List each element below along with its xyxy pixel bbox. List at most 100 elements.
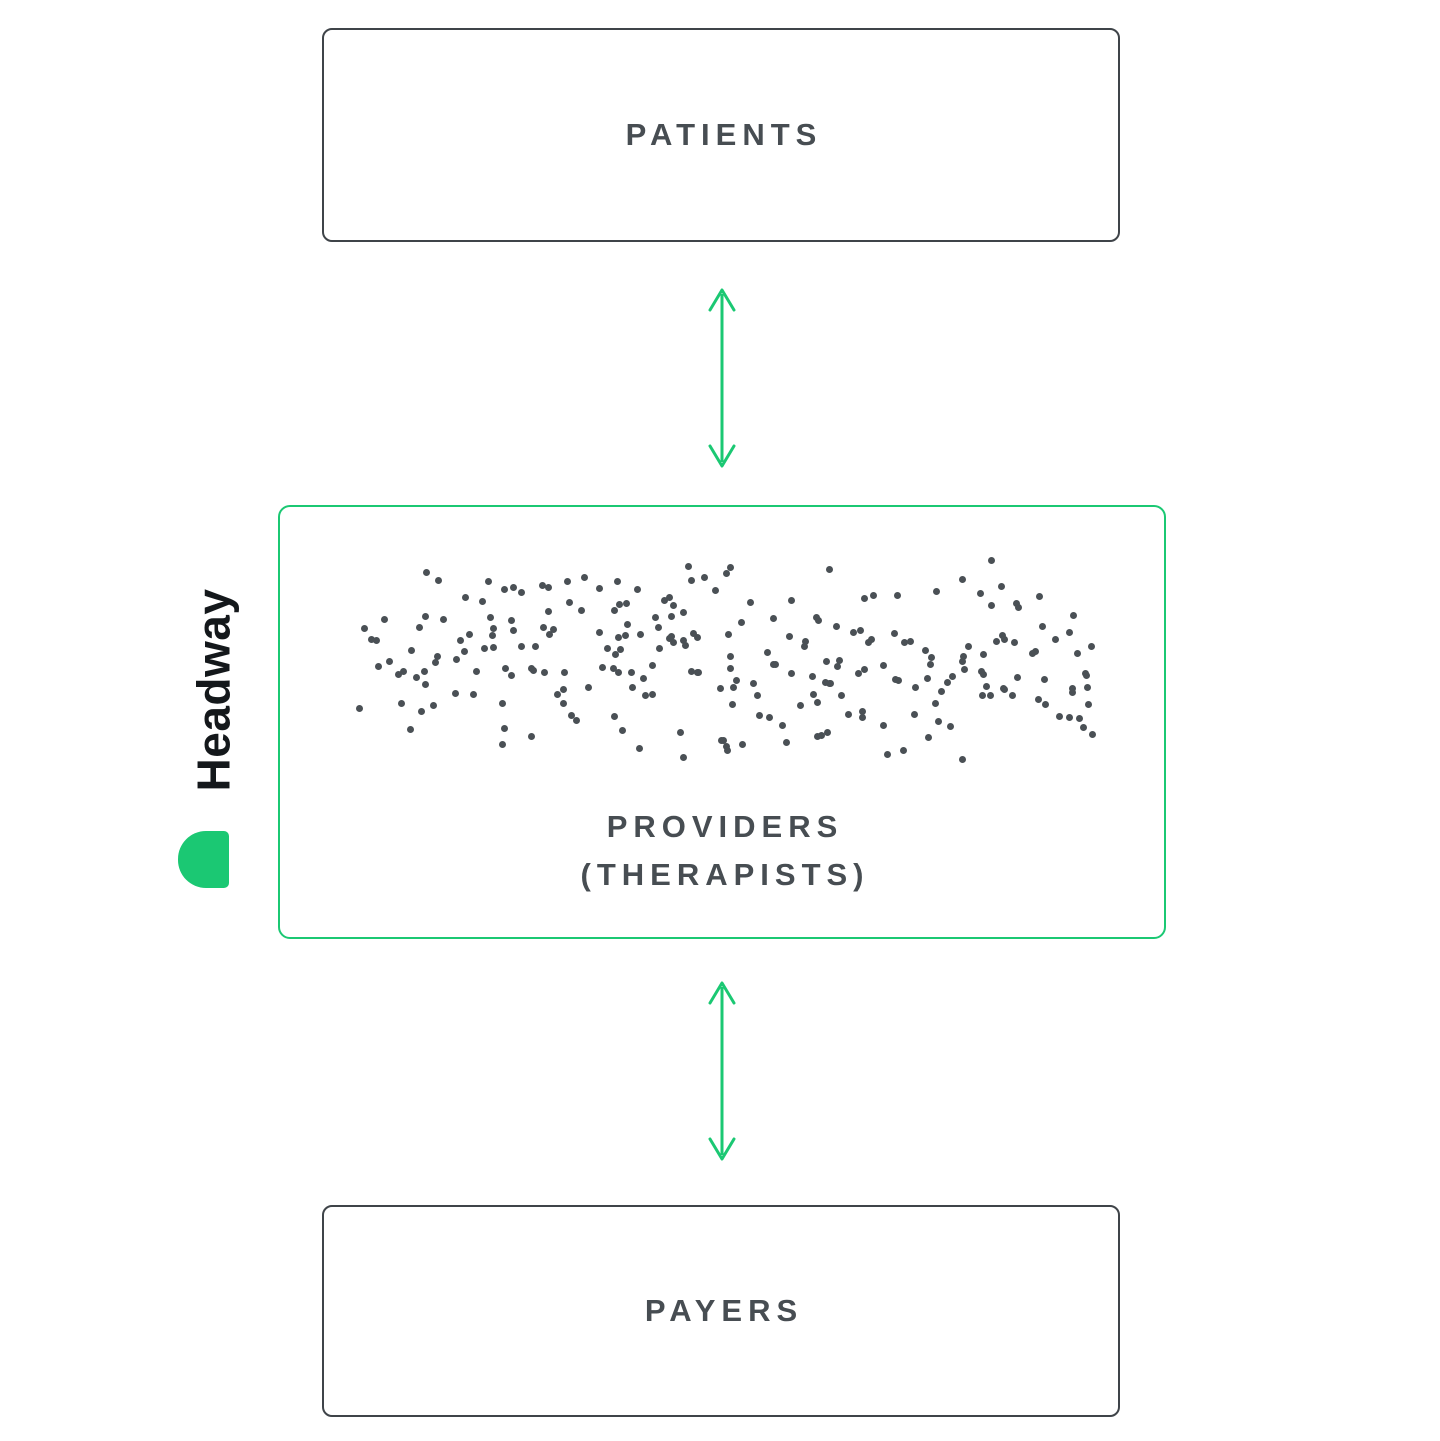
provider-dot xyxy=(948,673,956,681)
provider-dot xyxy=(622,632,630,640)
provider-dot xyxy=(434,576,442,584)
provider-dot xyxy=(649,691,657,699)
provider-dot xyxy=(927,660,935,668)
provider-dot xyxy=(960,665,968,673)
provider-dot xyxy=(894,592,902,600)
provider-dot xyxy=(854,669,862,677)
provider-dot xyxy=(480,645,488,653)
provider-dot xyxy=(861,666,869,674)
double-arrow-vertical-icon xyxy=(708,981,736,1161)
provider-dot xyxy=(826,566,834,574)
provider-dot xyxy=(1082,671,1090,679)
headway-logo-icon xyxy=(178,831,229,888)
provider-dot xyxy=(613,578,621,585)
provider-dot xyxy=(498,741,506,749)
provider-dot xyxy=(906,638,914,646)
provider-dot xyxy=(724,747,732,755)
provider-dot xyxy=(1066,628,1074,636)
provider-dot xyxy=(754,691,761,699)
provider-dot xyxy=(578,606,586,614)
provider-dot xyxy=(498,700,506,708)
provider-dot xyxy=(667,613,675,621)
providers-label-line1: PROVIDERS xyxy=(606,809,844,844)
provider-dot xyxy=(738,619,746,627)
provider-dot xyxy=(1084,701,1092,709)
provider-dot xyxy=(400,668,407,675)
provider-dot xyxy=(895,677,903,685)
provider-dot xyxy=(1079,724,1087,732)
provider-dot xyxy=(500,725,508,733)
provider-dot xyxy=(572,716,580,724)
provider-dot xyxy=(500,586,508,594)
payers-box: PAYERS xyxy=(322,1205,1120,1417)
provider-dot xyxy=(652,613,659,621)
provider-dot xyxy=(858,714,866,721)
provider-dot xyxy=(911,711,919,719)
provider-dot xyxy=(801,637,809,645)
provider-dot xyxy=(616,600,624,608)
provider-dot xyxy=(622,600,630,607)
provider-dot xyxy=(617,646,625,654)
provider-dot xyxy=(1036,592,1044,600)
provider-dot xyxy=(911,684,919,692)
provider-dot xyxy=(422,612,430,620)
provider-dot xyxy=(462,594,470,602)
provider-dot xyxy=(749,679,757,687)
provider-dot xyxy=(560,685,567,693)
provider-dot xyxy=(679,636,687,644)
provider-dot xyxy=(456,637,464,645)
provider-dot xyxy=(980,671,988,679)
provider-dot xyxy=(655,644,663,652)
provider-dot xyxy=(796,702,804,710)
provider-dot xyxy=(461,647,469,655)
provider-dot xyxy=(864,639,872,647)
provider-dot xyxy=(778,722,786,730)
provider-dot xyxy=(723,743,731,751)
provider-dot xyxy=(1028,649,1036,657)
provider-dot xyxy=(1008,691,1016,699)
provider-dot xyxy=(473,668,481,676)
provider-dot xyxy=(1070,611,1077,619)
provider-dot xyxy=(1034,696,1042,704)
provider-dot xyxy=(688,576,696,584)
provider-dot xyxy=(453,655,461,663)
provider-dot xyxy=(560,700,568,708)
provider-dot xyxy=(901,639,909,647)
provider-dot xyxy=(1051,635,1059,643)
provider-dot xyxy=(980,651,987,659)
provider-dot xyxy=(712,586,720,594)
provider-dot xyxy=(694,634,702,642)
provider-dot xyxy=(1083,684,1091,692)
provider-dot xyxy=(611,606,618,614)
provider-dot xyxy=(517,643,525,651)
provider-dot xyxy=(1013,599,1021,607)
provider-dot xyxy=(938,687,946,695)
provider-dot xyxy=(959,652,967,660)
provider-dot xyxy=(508,672,515,680)
provider-dot xyxy=(416,623,423,631)
provider-dot xyxy=(1011,638,1019,646)
provider-dot xyxy=(636,744,644,752)
provider-dot xyxy=(728,701,736,709)
provider-dot xyxy=(932,700,940,708)
provider-dot xyxy=(628,684,636,692)
provider-dot xyxy=(987,692,995,699)
provider-dot xyxy=(429,701,437,709)
provider-dot xyxy=(682,641,690,649)
provider-dot xyxy=(666,593,673,601)
provider-dot xyxy=(680,754,688,762)
provider-dot xyxy=(549,626,557,634)
provider-dot xyxy=(394,670,402,678)
provider-dot xyxy=(615,669,623,677)
provider-dot xyxy=(1073,649,1081,657)
patients-label: PATIENTS xyxy=(625,117,823,152)
provider-dot xyxy=(879,662,887,670)
provider-dot xyxy=(669,638,677,646)
provider-dot xyxy=(386,658,394,666)
provider-dot xyxy=(782,738,790,746)
provider-dot xyxy=(517,588,525,596)
provider-dot xyxy=(596,629,603,637)
provider-dot xyxy=(722,570,730,578)
provider-dot xyxy=(822,657,830,665)
provider-dot xyxy=(992,638,1000,645)
